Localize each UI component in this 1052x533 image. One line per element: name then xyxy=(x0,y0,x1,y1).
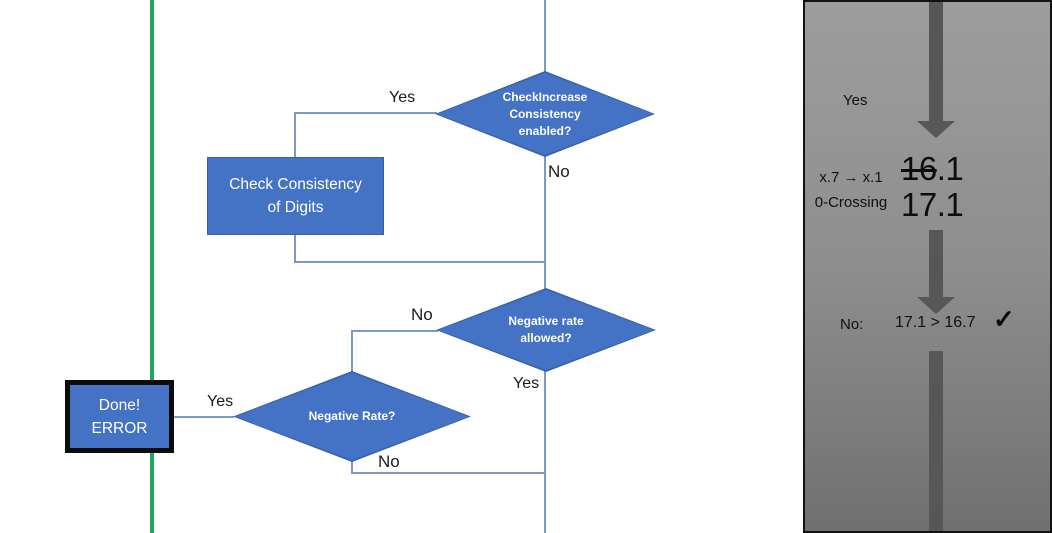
decision-check-increase-label: CheckIncrease Consistency enabled? xyxy=(502,89,588,138)
branch-label-no2: No xyxy=(411,305,433,324)
branch-label-yes2: Yes xyxy=(513,375,540,392)
connector-yes3-horizontal xyxy=(172,416,234,418)
connector-rect-down-vertical xyxy=(294,234,296,263)
branch-label-yes3: Yes xyxy=(207,393,234,410)
down-arrow-1-head-icon xyxy=(917,121,955,138)
branch-label-no1: No xyxy=(548,162,570,181)
connector-yes1-horizontal xyxy=(294,112,437,114)
annotation-panel: Yes x.7 → x.1 0-Crossing 16.1 17.1 No: 1… xyxy=(803,0,1052,533)
connector-no2-horizontal xyxy=(351,330,438,332)
connector-no3-vertical xyxy=(351,460,353,474)
decision-negative-rate-allowed: Negative rate allowed? xyxy=(436,288,656,372)
decision-negative-rate-allowed-label: Negative rate allowed? xyxy=(508,314,584,345)
process-check-consistency: Check Consistency of Digits xyxy=(207,157,384,235)
zero-crossing-line2: 0-Crossing xyxy=(814,194,888,211)
old-value-struck: 16 xyxy=(901,150,937,187)
down-arrow-2-head-icon xyxy=(917,297,955,314)
old-value: 16.1 xyxy=(901,150,964,187)
old-value-rest: .1 xyxy=(936,150,964,187)
branch-label-yes1: Yes xyxy=(389,89,416,106)
value-comparison-numbers: 16.1 17.1 xyxy=(901,150,964,223)
decision-negative-rate: Negative Rate? xyxy=(233,371,471,462)
checkmark-icon: ✓ xyxy=(993,304,1015,334)
new-value: 17.1 xyxy=(901,186,964,223)
zero-crossing-line1: x.7 → x.1 xyxy=(819,169,883,186)
panel-no-label: No: xyxy=(840,316,864,333)
terminal-done-error: Done! ERROR xyxy=(65,380,174,453)
comparison-text: 17.1 > 16.7 xyxy=(895,314,976,331)
connector-no2-vertical xyxy=(351,330,353,372)
connector-yes1-vertical xyxy=(294,112,296,158)
down-arrow-2-shaft xyxy=(929,230,943,298)
zero-crossing-note: x.7 → x.1 0-Crossing xyxy=(805,165,897,215)
connector-no3-horizontal xyxy=(351,472,546,474)
down-arrow-1-shaft xyxy=(929,2,943,122)
branch-label-no3: No xyxy=(378,452,400,471)
connector-rect-down-horizontal xyxy=(294,261,546,263)
green-divider-line xyxy=(150,0,154,533)
decision-negative-rate-label: Negative Rate? xyxy=(308,409,396,423)
panel-yes-label: Yes xyxy=(843,92,868,109)
decision-check-increase: CheckIncrease Consistency enabled? xyxy=(435,71,655,157)
down-arrow-3-shaft xyxy=(929,351,943,531)
connector-main-vertical xyxy=(544,0,546,533)
